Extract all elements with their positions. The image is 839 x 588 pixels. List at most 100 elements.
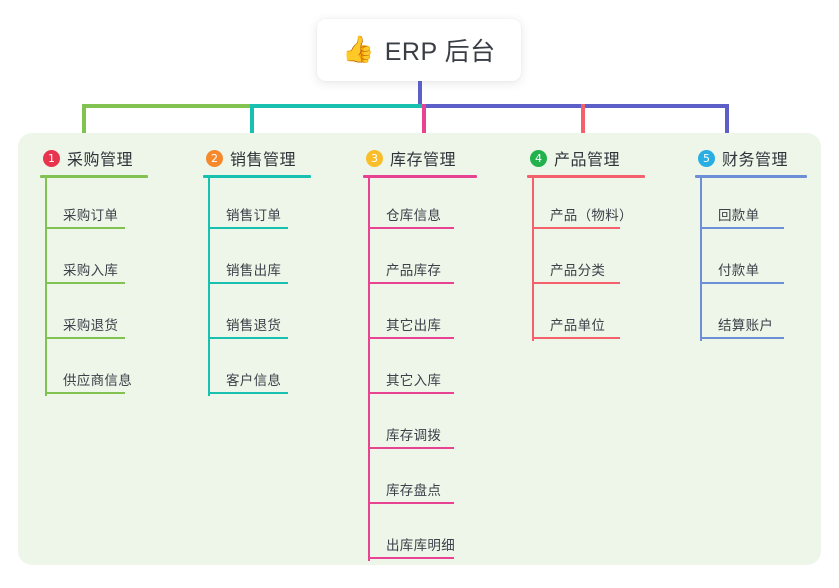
branch-title: 销售管理 (230, 152, 297, 169)
branch-title: 产品管理 (554, 152, 621, 169)
branch-drop-3 (422, 104, 426, 146)
leaf-node-label: 产品库存 (386, 263, 442, 278)
leaf-node-underline (45, 392, 125, 394)
branch-title: 库存管理 (390, 152, 457, 169)
branch-children: 回款单付款单结算账户 (695, 178, 807, 343)
branch-drop-5 (725, 104, 729, 146)
leaf-node-underline (208, 282, 288, 284)
branch-column-2: 2 销售管理销售订单销售出库销售退货客户信息 (203, 146, 311, 398)
leaf-node-underline (368, 282, 454, 284)
branch-number-badge: 5 (698, 149, 715, 167)
branch-children: 产品（物料）产品分类产品单位 (527, 178, 645, 343)
leaf-node-underline (45, 282, 125, 284)
leaf-node-label: 仓库信息 (386, 208, 442, 223)
leaf-node[interactable]: 产品单位 (527, 288, 645, 343)
leaf-node-label: 采购退货 (63, 318, 119, 333)
branch-underline (695, 175, 807, 178)
bus-segment-teal (250, 104, 426, 108)
leaf-node-underline (208, 392, 288, 394)
leaf-node-label: 采购订单 (63, 208, 119, 223)
leaf-node-label: 出库库明细 (386, 538, 455, 553)
branch-header-5[interactable]: 5 财务管理 (695, 146, 807, 170)
leaf-node[interactable]: 其它出库 (363, 288, 477, 343)
branch-column-1: 1 采购管理采购订单采购入库采购退货供应商信息 (40, 146, 148, 398)
leaf-node-underline (368, 227, 454, 229)
branch-header-3[interactable]: 3 库存管理 (363, 146, 477, 170)
branch-header-4[interactable]: 4 产品管理 (527, 146, 645, 170)
leaf-node[interactable]: 产品库存 (363, 233, 477, 288)
leaf-node-underline (45, 337, 125, 339)
leaf-node-label: 销售出库 (226, 263, 282, 278)
leaf-node-underline (532, 282, 620, 284)
branch-column-5: 5 财务管理回款单付款单结算账户 (695, 146, 807, 343)
leaf-node[interactable]: 产品（物料） (527, 178, 645, 233)
branch-header-1[interactable]: 1 采购管理 (40, 146, 148, 170)
branch-column-3: 3 库存管理仓库信息产品库存其它出库其它入库库存调拨库存盘点出库库明细 (363, 146, 477, 563)
leaf-node[interactable]: 销售退货 (203, 288, 311, 343)
branch-children: 仓库信息产品库存其它出库其它入库库存调拨库存盘点出库库明细 (363, 178, 477, 563)
leaf-node[interactable]: 供应商信息 (40, 343, 148, 398)
root-stem-connector (418, 81, 422, 106)
leaf-node-underline (700, 227, 784, 229)
leaf-node-label: 库存调拨 (386, 428, 442, 443)
branch-spine (700, 178, 702, 341)
leaf-node[interactable]: 其它入库 (363, 343, 477, 398)
leaf-node[interactable]: 结算账户 (695, 288, 807, 343)
leaf-node-label: 采购入库 (63, 263, 119, 278)
branch-title: 财务管理 (722, 152, 789, 169)
branch-drop-2 (250, 104, 254, 146)
branch-number-badge: 3 (366, 149, 383, 167)
branch-header-2[interactable]: 2 销售管理 (203, 146, 311, 170)
leaf-node[interactable]: 回款单 (695, 178, 807, 233)
leaf-node-underline (368, 392, 454, 394)
leaf-node-underline (700, 282, 784, 284)
leaf-node[interactable]: 客户信息 (203, 343, 311, 398)
leaf-node-underline (45, 227, 125, 229)
leaf-node-label: 产品单位 (550, 318, 606, 333)
branch-children: 采购订单采购入库采购退货供应商信息 (40, 178, 148, 398)
leaf-node-label: 其它出库 (386, 318, 442, 333)
leaf-node-label: 销售退货 (226, 318, 282, 333)
leaf-node[interactable]: 仓库信息 (363, 178, 477, 233)
leaf-node[interactable]: 付款单 (695, 233, 807, 288)
leaf-node-underline (368, 337, 454, 339)
branch-underline (40, 175, 148, 178)
root-node[interactable]: 👍 ERP 后台 (317, 19, 521, 81)
leaf-node[interactable]: 库存盘点 (363, 453, 477, 508)
leaf-node-label: 销售订单 (226, 208, 282, 223)
leaf-node[interactable]: 采购订单 (40, 178, 148, 233)
leaf-node-label: 客户信息 (226, 373, 282, 388)
root-node-label: ERP 后台 (384, 38, 496, 66)
leaf-node[interactable]: 销售出库 (203, 233, 311, 288)
leaf-node-underline (368, 502, 454, 504)
branch-number-badge: 2 (206, 149, 223, 167)
branch-drop-1 (82, 104, 86, 146)
leaf-node[interactable]: 出库库明细 (363, 508, 477, 563)
leaf-node-label: 付款单 (718, 263, 760, 278)
thumbs-up-icon: 👍 (342, 35, 375, 65)
leaf-node-underline (208, 337, 288, 339)
leaf-node-label: 回款单 (718, 208, 760, 223)
leaf-node[interactable]: 产品分类 (527, 233, 645, 288)
branch-number-badge: 4 (530, 149, 547, 167)
branch-children: 销售订单销售出库销售退货客户信息 (203, 178, 311, 398)
leaf-node-label: 其它入库 (386, 373, 442, 388)
branch-column-4: 4 产品管理产品（物料）产品分类产品单位 (527, 146, 645, 343)
content-panel (18, 133, 821, 565)
leaf-node-underline (532, 227, 620, 229)
branch-title: 采购管理 (67, 152, 134, 169)
branch-number-badge: 1 (43, 149, 60, 167)
leaf-node-label: 结算账户 (718, 318, 774, 333)
leaf-node[interactable]: 采购退货 (40, 288, 148, 343)
bus-segment-blue (422, 104, 729, 108)
branch-underline (527, 175, 645, 178)
branch-underline (363, 175, 477, 178)
branch-spine (208, 178, 210, 396)
leaf-node-label: 库存盘点 (386, 483, 442, 498)
leaf-node[interactable]: 销售订单 (203, 178, 311, 233)
leaf-node[interactable]: 采购入库 (40, 233, 148, 288)
leaf-node-underline (700, 337, 784, 339)
leaf-node-underline (532, 337, 620, 339)
leaf-node[interactable]: 库存调拨 (363, 398, 477, 453)
